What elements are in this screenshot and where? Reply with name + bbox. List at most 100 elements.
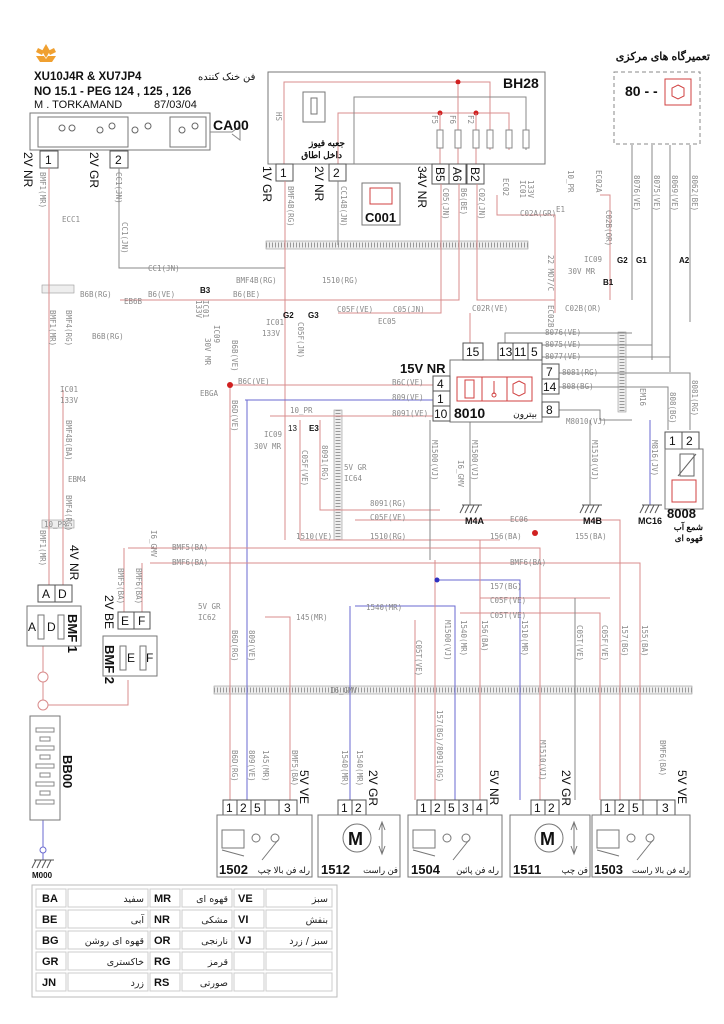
component-1504: 1 2 5 3 4 5V NR 1504 رله فن پائین (407, 770, 503, 878)
doc-number: NO 15.1 - PEG 124 , 125 , 126 (34, 86, 191, 98)
wire-label: B6(BE) (233, 290, 260, 299)
wire-label: B6C(VE) (392, 378, 424, 387)
wire-label: C02A(GR) (520, 209, 556, 218)
component-8010: 15 13 11 5 4 1 10 7 14 8 15V NR 8010 بیت… (400, 342, 560, 423)
wires (37, 145, 691, 860)
wire-label: B6(BE) (459, 188, 468, 215)
1511-pin-1: 1 (534, 801, 541, 815)
wire-label: C02B(OR) (565, 304, 601, 313)
motor-icon (342, 823, 372, 853)
wire-label: 8077(VE) (545, 352, 581, 361)
fuse-f5: F5 (430, 115, 439, 124)
bh28-pin-2: 2 (333, 166, 340, 180)
1502-pin-3: 3 (284, 801, 291, 815)
1503-pin-1: 1 (604, 801, 611, 815)
legend-color-fa: بنفش (306, 915, 328, 926)
wire-label: 808(BG) (562, 382, 594, 391)
legend-code: RG (154, 956, 171, 968)
bh28-label-fa-2: داخل اطاق (301, 150, 342, 161)
wire-label: CC14B(JN) (339, 186, 348, 227)
wire-label: 30V MR (254, 442, 282, 451)
1512-pin-1: 1 (341, 801, 348, 815)
service-code: 80 - - (625, 83, 658, 99)
bh28-pin-1: 1 (280, 166, 287, 180)
wire-label: 8091(RG) (370, 499, 406, 508)
wire-label: B6C(VE) (238, 377, 270, 386)
bb00-id: BB00 (60, 755, 75, 788)
wire-label: 30V MR (203, 338, 212, 366)
wire-label: 8091(VE) (392, 409, 428, 418)
wire-label: BMF4B(RG) (236, 276, 277, 285)
wire-label: BMF6(BA) (510, 558, 546, 567)
8010-pin-15: 15 (466, 345, 480, 359)
wire-label: 1540(MR) (340, 750, 349, 786)
1503-connector: 5V VE (675, 770, 689, 804)
wire-label: BMF5(BA) (116, 568, 125, 604)
8010-pin-13: 13 (499, 345, 513, 359)
wire-label: 809(VE) (392, 393, 424, 402)
wire-label: C05F(VE) (600, 625, 609, 661)
legend-color-fa: سفید (123, 894, 144, 905)
wire-label: 1510(MR) (520, 620, 529, 656)
1503-pin-3: 3 (662, 801, 669, 815)
service-connector-80: تعمیرگاه های مرکزی 80 - - (613, 49, 710, 145)
1504-label-fa: رله فن پائین (456, 865, 499, 876)
bmf2-pin-e: E (121, 614, 129, 628)
component-bh28: BH28 F5 F6 F2 HS جعبه فیوز داخل اطاق 1 2… (260, 71, 546, 208)
wire-label: C02R(VE) (472, 304, 508, 313)
wire-label: BMF1(MR) (38, 530, 47, 566)
legend-row: BE آبی NR مشکی VI بنفش (42, 913, 328, 926)
bmf2-fuse-f: F (146, 651, 153, 665)
pin-label: B1 (603, 278, 614, 287)
component-c001: C001 (361, 182, 401, 226)
ecu-icons (456, 376, 533, 402)
1504-pin-2: 2 (434, 801, 441, 815)
wire-label: 809(VE) (247, 630, 256, 662)
component-1512: 1 2 2V GR M 1512 فن راست (317, 770, 401, 878)
wire-label: M1510(VJ) (538, 740, 547, 781)
bmf1-connector: 4V NR (67, 545, 81, 581)
8010-pin-14: 14 (543, 380, 557, 394)
wire-label: C05F(VE) (490, 596, 526, 605)
8010-connector: 15V NR (400, 361, 446, 376)
wire-label: 22 MO7/C (546, 255, 555, 291)
wire-label: IC01 (201, 300, 210, 318)
connector-tag: EM16 (638, 388, 647, 407)
legend-code: VE (238, 893, 253, 905)
8010-label-fa: بیترون (513, 409, 537, 420)
wire-label: 156(BA) (480, 620, 489, 652)
1502-connector: 5V VE (297, 770, 311, 804)
pin-label: E3 (309, 424, 319, 433)
component-8008: 1 2 8008 شمع آب قهوه ای (664, 431, 704, 544)
1503-pin-2: 2 (618, 801, 625, 815)
ground-m000-label: M000 (32, 871, 53, 880)
wire-label: 1510(VE) (296, 532, 332, 541)
legend-row: JN زرد RS صورتی (42, 977, 228, 989)
1503-pin-5: 5 (632, 801, 639, 815)
wire-label: B6D(RG) (230, 630, 239, 662)
connector-tag: EB6B (124, 297, 143, 306)
1502-pin-5: 5 (254, 801, 261, 815)
1502-label-fa: رله فن بالا چپ (258, 865, 310, 876)
wire-label: BMF6(BA) (134, 568, 143, 604)
connector-tag: EBM4 (68, 475, 87, 484)
wire-label: CC1(JN) (120, 222, 129, 254)
wire-label: M1510(VJ) (590, 440, 599, 481)
wire-label: BMF5(BA) (290, 750, 299, 786)
8010-id: 8010 (454, 405, 485, 421)
1502-pin-1: 1 (226, 801, 233, 815)
legend-code: BA (42, 893, 58, 905)
wire-label: BMF4B(RG) (286, 186, 295, 227)
wire-label: B6B(VE) (230, 340, 239, 372)
8010-pin-10: 10 (434, 407, 448, 421)
wire-label: 133V (526, 180, 535, 199)
wire-label: 10_PR (566, 170, 575, 193)
wire-label: C05T(VE) (414, 640, 423, 676)
wire-label: 8091(RG) (320, 445, 329, 481)
wire-label: IC01 (266, 318, 284, 327)
ground-m4b-label: M4B (583, 516, 603, 526)
wire-label: C05T(VE) (575, 625, 584, 661)
wire-label: 10_PR (290, 406, 313, 415)
wire-label: 155(BA) (640, 625, 649, 657)
